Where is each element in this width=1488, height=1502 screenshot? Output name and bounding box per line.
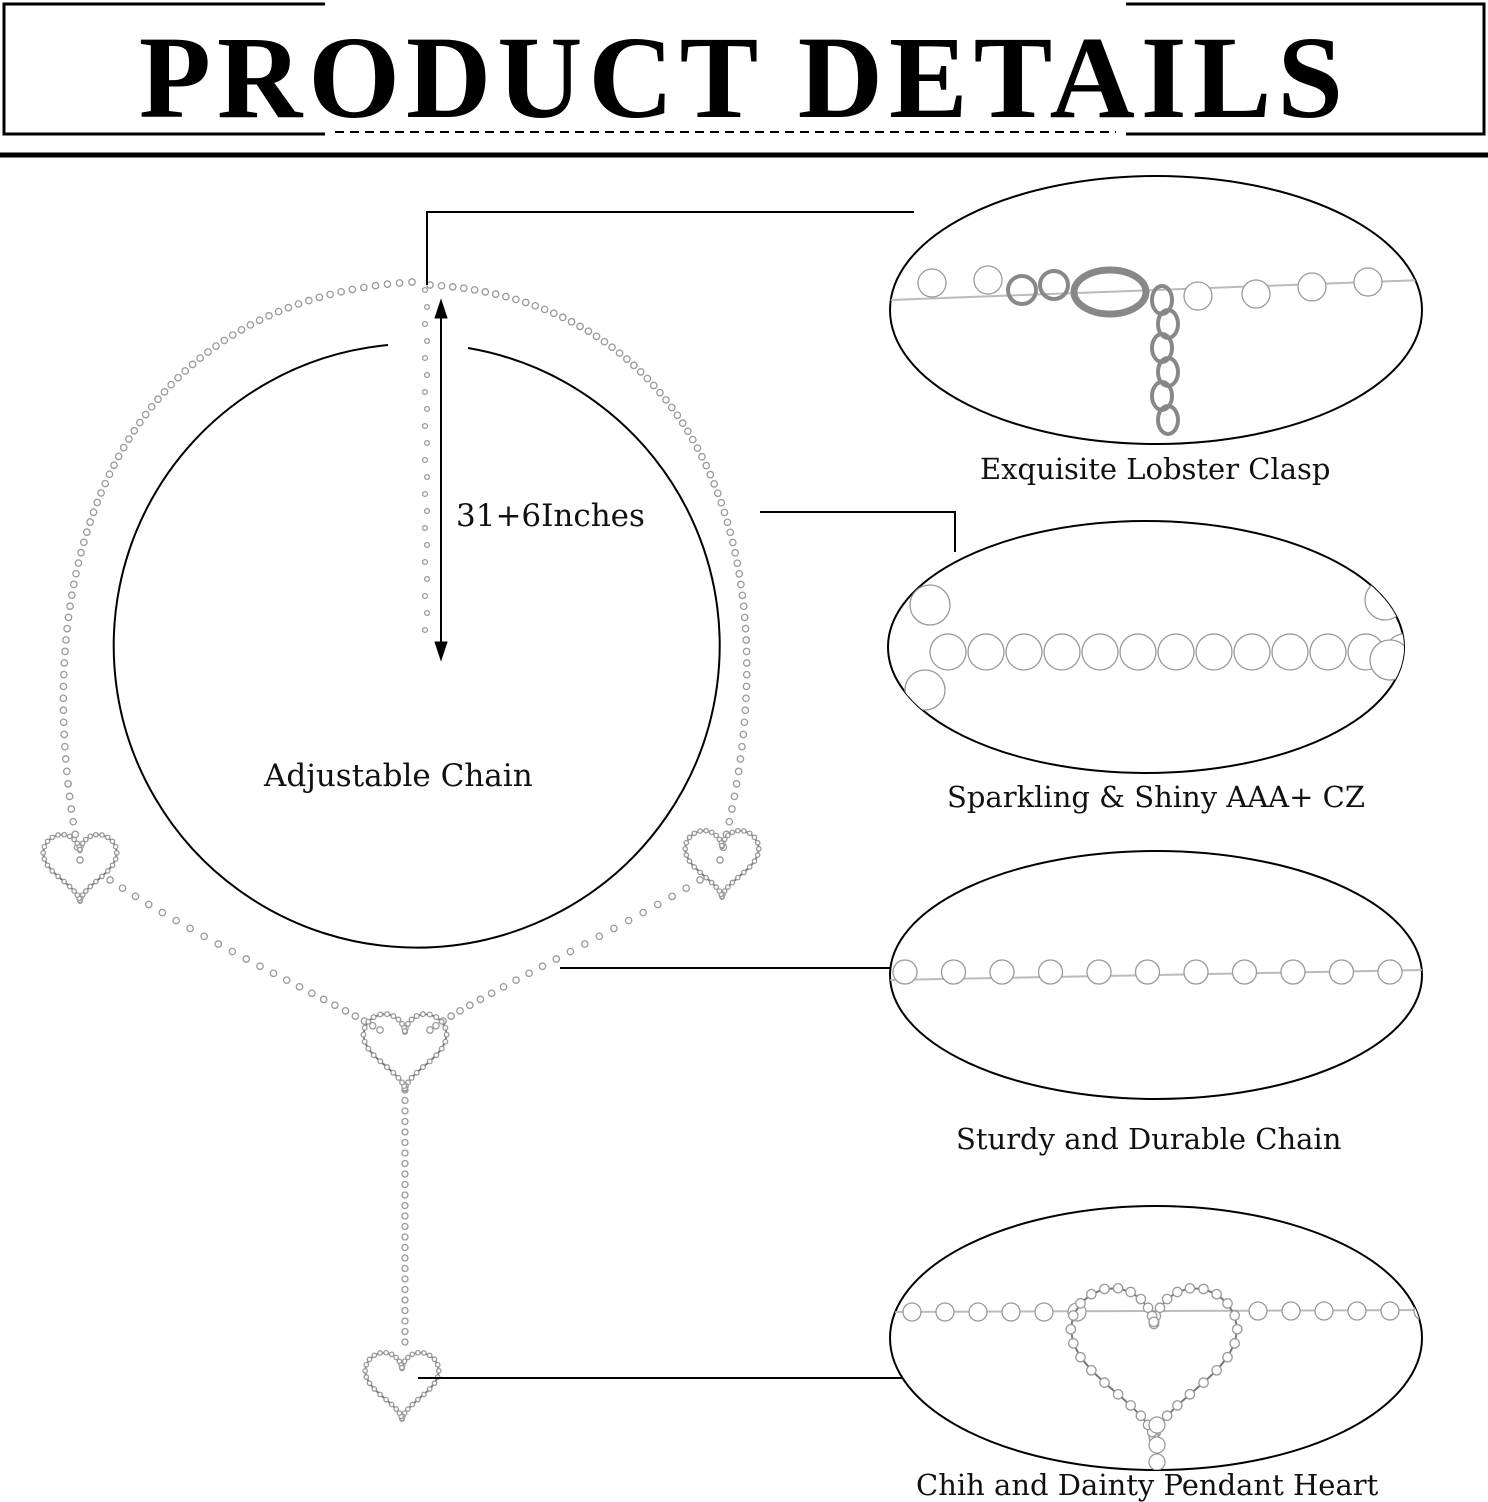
page-title: PRODUCT DETAILS [138,12,1350,143]
lobster-clasp-closeup [890,265,1422,436]
leader-lines [418,211,956,1379]
chain-closeup [890,959,1422,985]
detail-label-cz: Sparkling & Shiny AAA+ CZ [947,780,1365,814]
detail-chain [889,850,1423,1100]
detail-label-clasp: Exquisite Lobster Clasp [980,452,1331,486]
cz-stones-closeup [904,579,1404,711]
header-frame [0,2,1488,158]
detail-label-heart: Chih and Dainty Pendant Heart [916,1468,1379,1502]
detail-label-chain: Sturdy and Durable Chain [956,1122,1342,1156]
detail-clasp [889,175,1423,445]
length-arrow [434,298,448,662]
adjustable-chain-circle [112,344,721,949]
necklace-drawing [40,278,762,1422]
detail-cz [887,520,1405,774]
pendant-heart-closeup [890,1282,1422,1470]
length-label: 31+6Inches [456,498,645,534]
detail-heart [889,1205,1423,1471]
adjustable-chain-label: Adjustable Chain [264,758,533,794]
